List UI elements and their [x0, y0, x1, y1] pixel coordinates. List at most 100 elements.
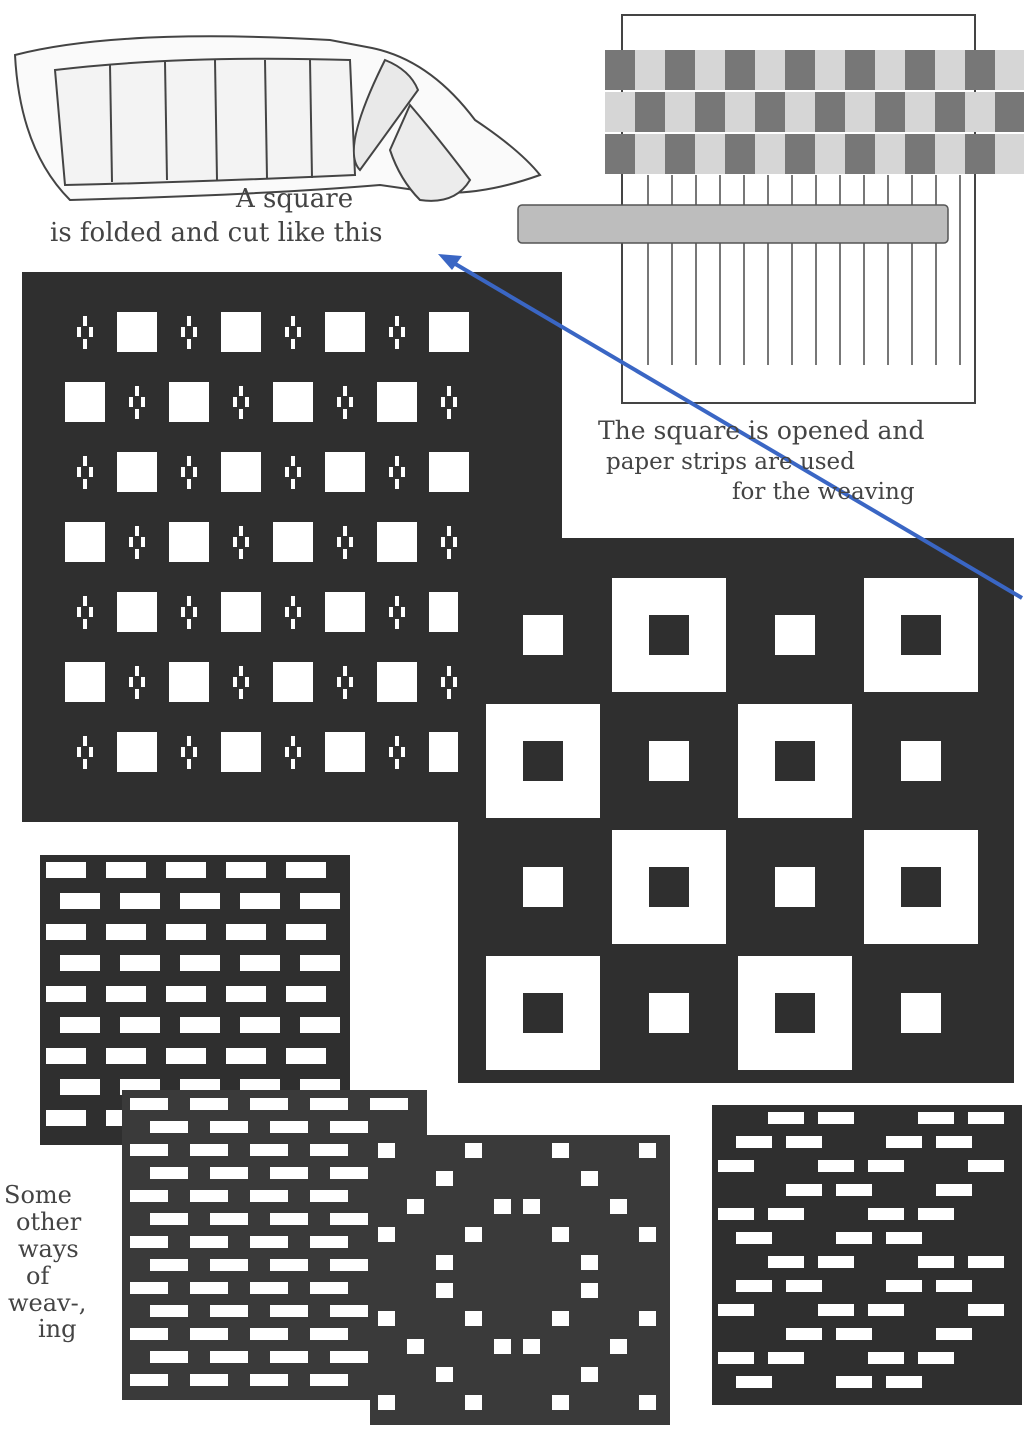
white-square [65, 382, 105, 422]
open-caption-line1: The square is opened and [598, 418, 925, 444]
stripe-cell [330, 1259, 368, 1271]
dot [187, 479, 191, 489]
diamond-cell [465, 1143, 482, 1158]
dot [77, 327, 81, 337]
woven-strip-cell [815, 50, 845, 90]
dot [349, 677, 353, 687]
cross-cell [868, 1304, 904, 1316]
woven-strip-cell [695, 134, 725, 174]
open-caption-line2: paper strips are used [606, 450, 855, 474]
woven-strip-cell [905, 134, 935, 174]
stripe-cell [330, 1305, 368, 1317]
dot [291, 479, 295, 489]
dot [395, 759, 399, 769]
stripe-cell [190, 1374, 228, 1386]
dot [181, 327, 185, 337]
inner-square [775, 741, 815, 781]
white-square [325, 312, 365, 352]
cross-cell [818, 1304, 854, 1316]
stripe-cell [106, 1048, 146, 1064]
woven-strip-cell [965, 92, 995, 132]
dot [187, 736, 191, 746]
woven-strip-cell [785, 134, 815, 174]
diamond-cell [552, 1227, 569, 1242]
dot [447, 666, 451, 676]
stripe-cell [120, 893, 160, 909]
woven-strip-cell [725, 92, 755, 132]
diamond-cell [407, 1199, 424, 1214]
white-square [377, 662, 417, 702]
inner-square [649, 867, 689, 907]
dot [441, 677, 445, 687]
dot [343, 689, 347, 699]
dot [187, 456, 191, 466]
dot [395, 456, 399, 466]
diamond-cell [378, 1227, 395, 1242]
stripe-cell [270, 1167, 308, 1179]
stripe-cell [270, 1351, 308, 1363]
stripe-cell [250, 1236, 288, 1248]
stripe-cell [190, 1328, 228, 1340]
dot [83, 759, 87, 769]
white-square [117, 452, 157, 492]
white-square [325, 592, 365, 632]
dot [285, 607, 289, 617]
dot [135, 549, 139, 559]
stripe-cell [210, 1305, 248, 1317]
dot [83, 479, 87, 489]
dot [337, 677, 341, 687]
dot [245, 677, 249, 687]
dot [395, 339, 399, 349]
dot [83, 596, 87, 606]
cross-cell [818, 1160, 854, 1172]
stripe-cell [180, 1017, 220, 1033]
stripe-cell [300, 1017, 340, 1033]
white-square [325, 732, 365, 772]
dot [291, 596, 295, 606]
dot [135, 526, 139, 536]
stripe-cell [210, 1259, 248, 1271]
cross-cell [968, 1256, 1004, 1268]
stripe-cell [300, 893, 340, 909]
stripe-cell [166, 1048, 206, 1064]
cross-cell [836, 1376, 872, 1388]
cross-cell [968, 1160, 1004, 1172]
dot [187, 596, 191, 606]
inner-square [775, 993, 815, 1033]
woven-strip-cell [755, 50, 785, 90]
woven-strip-cell [965, 50, 995, 90]
dot [389, 607, 393, 617]
stripe-cell [166, 862, 206, 878]
cross-cell [718, 1352, 754, 1364]
stripe-cell [286, 1048, 326, 1064]
stripe-cell [60, 1017, 100, 1033]
woven-strip-cell [905, 50, 935, 90]
dot [401, 607, 405, 617]
dot [83, 619, 87, 629]
stripe-cell [300, 955, 340, 971]
cross-cell [886, 1280, 922, 1292]
diamond-cell [494, 1339, 511, 1354]
diamond-cell [639, 1395, 656, 1410]
stripe-cell [106, 924, 146, 940]
dot [447, 386, 451, 396]
white-square [273, 522, 313, 562]
dot [453, 397, 457, 407]
woven-strip-cell [605, 50, 635, 90]
dot [389, 747, 393, 757]
white-square [221, 592, 261, 632]
dot [239, 549, 243, 559]
stripe-cell [310, 1282, 348, 1294]
dot [447, 549, 451, 559]
diamond-cell [465, 1227, 482, 1242]
woven-strip-cell [605, 134, 635, 174]
dot [343, 666, 347, 676]
white-square [117, 592, 157, 632]
dot [285, 327, 289, 337]
stripe-cell [210, 1213, 248, 1225]
dot [141, 677, 145, 687]
stripe-cell [286, 986, 326, 1002]
dot [401, 467, 405, 477]
stripe-cell [46, 986, 86, 1002]
